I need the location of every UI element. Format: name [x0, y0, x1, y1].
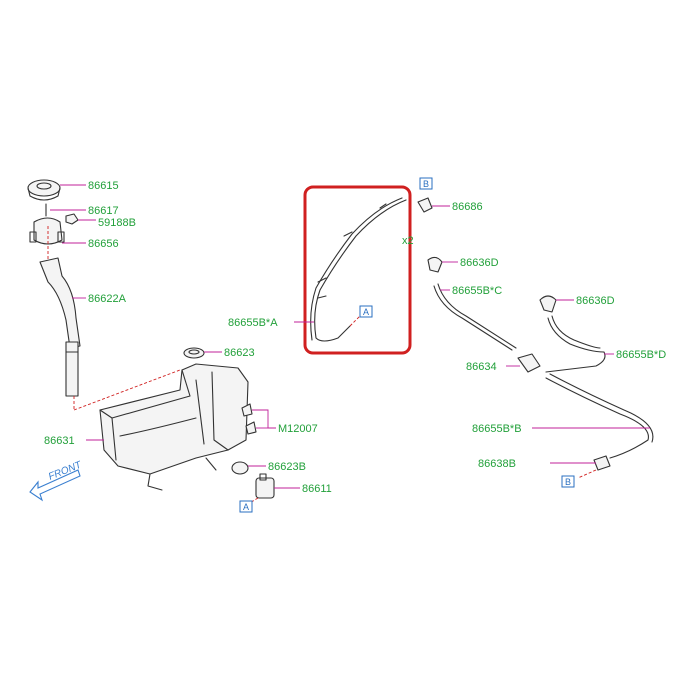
front-arrow: FRONT	[29, 459, 84, 502]
label-86655bb[interactable]: 86655B*B	[472, 423, 522, 435]
grommet-86623[interactable]	[183, 347, 205, 359]
label-59188b[interactable]: 59188B	[98, 217, 136, 229]
label-qty-x2: x2	[402, 235, 414, 247]
grommet-86623b[interactable]	[231, 461, 249, 475]
label-86615[interactable]: 86615	[88, 180, 119, 192]
label-86655ba[interactable]: 86655B*A	[228, 317, 278, 329]
label-86656[interactable]: 86656	[88, 238, 119, 250]
svg-text:A: A	[243, 502, 249, 512]
label-86623b[interactable]: 86623B	[268, 461, 306, 473]
label-86623[interactable]: 86623	[224, 347, 255, 359]
ref-box-a-top: A	[359, 305, 373, 318]
svg-text:B: B	[565, 477, 571, 487]
nozzle-86636d-1[interactable]	[427, 256, 443, 273]
svg-text:B: B	[423, 179, 429, 189]
nozzle-86636d-2[interactable]	[539, 295, 557, 313]
label-m12007[interactable]: M12007	[278, 423, 318, 435]
connector-86686[interactable]	[417, 197, 433, 213]
filler-cap-assembly	[27, 179, 96, 410]
highlight-box	[303, 185, 412, 355]
label-86638b[interactable]: 86638B	[478, 458, 516, 470]
ref-box-b-bottom: B	[561, 475, 575, 488]
label-86617[interactable]: 86617	[88, 205, 119, 217]
label-86686[interactable]: 86686	[452, 201, 483, 213]
label-86631[interactable]: 86631	[44, 435, 75, 447]
label-86622a[interactable]: 86622A	[88, 293, 127, 305]
label-86634[interactable]: 86634	[466, 361, 497, 373]
svg-text:A: A	[363, 307, 369, 317]
bolt-lower[interactable]	[245, 421, 257, 435]
right-assembly	[417, 197, 654, 479]
washer-tank	[73, 347, 300, 505]
clip-59188b[interactable]	[65, 213, 79, 225]
bolt-upper[interactable]	[241, 403, 253, 417]
hose-86655ba[interactable]	[294, 197, 407, 342]
filler-cap[interactable]	[27, 179, 61, 197]
label-86636d-1[interactable]: 86636D	[460, 257, 499, 269]
ref-box-a-bottom: A	[239, 500, 253, 513]
label-86655bc[interactable]: 86655B*C	[452, 285, 502, 297]
ref-box-b-top: B	[419, 177, 433, 190]
label-86636d-2[interactable]: 86636D	[576, 295, 615, 307]
filler-neck[interactable]	[39, 257, 81, 349]
washer-pump[interactable]	[255, 477, 275, 499]
front-label: FRONT	[47, 459, 84, 482]
joint-86634[interactable]	[517, 353, 541, 373]
fitting-86638b[interactable]	[593, 455, 611, 471]
label-86655bd[interactable]: 86655B*D	[616, 349, 666, 361]
tank-body[interactable]	[99, 363, 249, 475]
label-86611[interactable]: 86611	[302, 483, 332, 495]
